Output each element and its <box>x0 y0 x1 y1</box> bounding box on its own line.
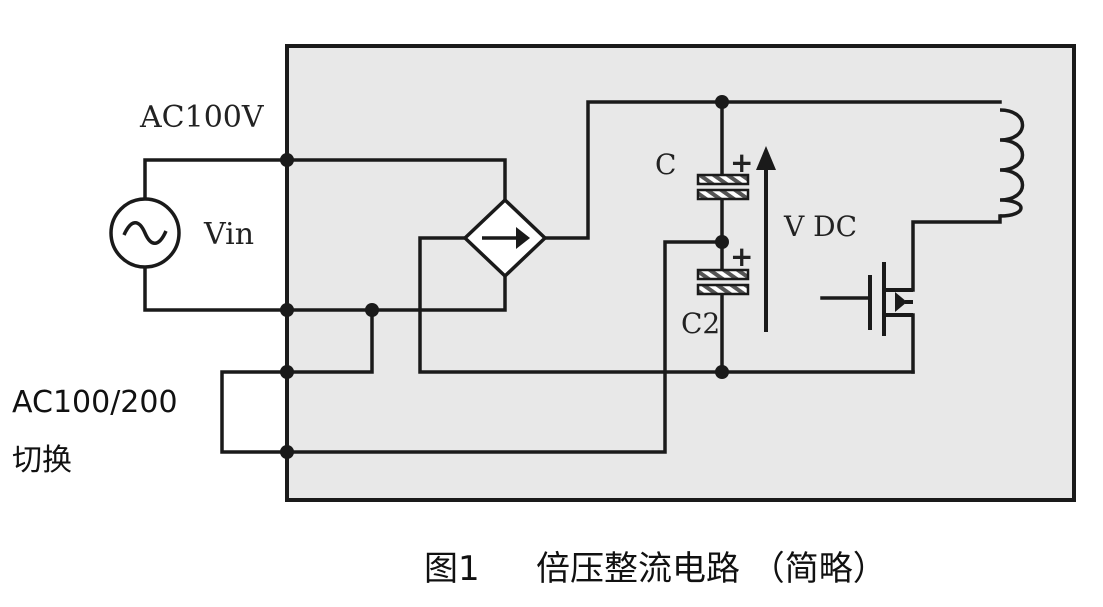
bridge-rectifier-icon <box>462 197 548 279</box>
figure-number: 图1 <box>424 549 480 589</box>
ac-source-icon <box>109 197 181 269</box>
junction-dot <box>715 95 729 109</box>
capacitor-c-plus: + <box>730 146 753 179</box>
figure-caption: 倍压整流电路 （简略） <box>536 549 887 589</box>
capacitor-c2-label: C2 <box>681 307 720 340</box>
switch-label-line2: 切换 <box>12 443 72 478</box>
junction-dot <box>280 365 294 379</box>
circuit-panel <box>285 44 1076 502</box>
junction-dot <box>365 303 379 317</box>
capacitor-c-icon <box>696 173 750 201</box>
junction-dot <box>280 445 294 459</box>
switch-label-line1: AC100/200 <box>12 385 178 420</box>
capacitor-c2-plus: + <box>730 240 753 273</box>
wires <box>143 100 1002 454</box>
vin-label: Vin <box>203 217 254 252</box>
capacitor-c-label: C <box>655 148 676 181</box>
capacitor-c2-icon <box>696 268 750 296</box>
mosfet-icon <box>868 262 913 336</box>
junction-dot <box>280 303 294 317</box>
junctions <box>280 95 729 459</box>
ac100v-label: AC100V <box>139 100 265 135</box>
junction-dot <box>280 153 294 167</box>
vdc-label: V DC <box>783 210 857 243</box>
inductor-coil-icon <box>999 108 1025 218</box>
junction-dot <box>715 235 729 249</box>
voltage-arrow-icon <box>756 146 776 332</box>
junction-dot <box>715 365 729 379</box>
